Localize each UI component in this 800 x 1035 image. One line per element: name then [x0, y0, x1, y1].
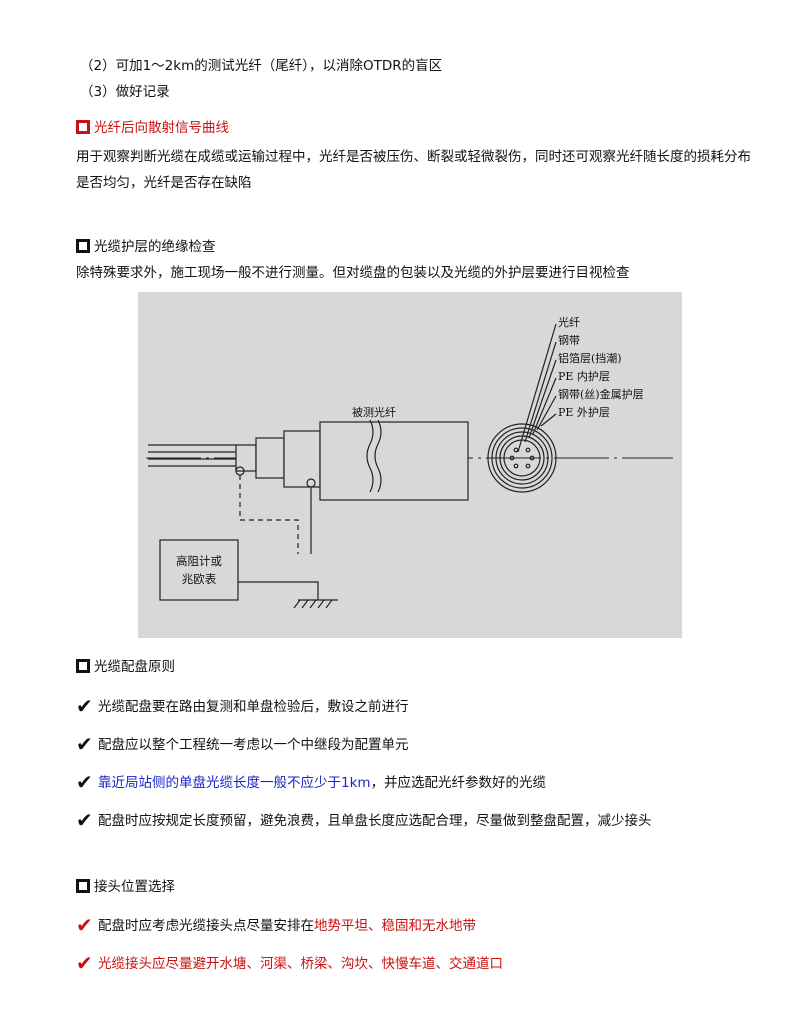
layer-label: 光纤 — [558, 316, 580, 329]
section-heading-joint: 接头位置选择 — [76, 877, 175, 897]
checkbox-square-icon — [76, 239, 90, 253]
cable-label: 被测光纤 — [352, 406, 396, 419]
allocation-item-3: ✔ 靠近局站侧的单盘光缆长度一般不应少于1km，并应选配光纤参数好的光缆 — [76, 772, 546, 793]
heading-text: 接头位置选择 — [94, 879, 175, 895]
joint-item-1: ✔ 配盘时应考虑光缆接头点尽量安排在地势平坦、稳固和无水地带 — [76, 915, 476, 936]
item-text-rest: ，并应选配光纤参数好的光缆 — [370, 775, 547, 791]
item-text-normal: 配盘时应考虑光缆接头点尽量安排在 — [98, 918, 314, 934]
item-text-highlight: 地势平坦、稳固和无水地带 — [314, 918, 476, 934]
item-text-highlight: 靠近局站侧的单盘光缆长度一般不应少于1km — [98, 775, 371, 791]
layer-label: PE 内护层 — [558, 370, 610, 383]
checkbox-square-icon — [76, 659, 90, 673]
layer-label: 铝箔层(挡潮) — [558, 352, 622, 365]
checkmark-icon: ✔ — [76, 913, 93, 937]
checkmark-icon: ✔ — [76, 808, 93, 832]
allocation-item-1: ✔ 光缆配盘要在路由复测和单盘检验后，敷设之前进行 — [76, 696, 409, 717]
meter-label-line-2: 兆欧表 — [181, 572, 217, 586]
layer-label: PE 外护层 — [558, 406, 610, 419]
insulation-paragraph: 除特殊要求外，施工现场一般不进行测量。但对缆盘的包装以及光缆的外护层要进行目视检… — [76, 265, 630, 281]
item-text-highlight: 光缆接头应尽量避开水塘、河渠、桥梁、沟坎、快慢车道、交通道口 — [98, 956, 503, 972]
heading-text: 光缆护层的绝缘检查 — [94, 239, 216, 255]
section-heading-insulation: 光缆护层的绝缘检查 — [76, 237, 216, 257]
section-heading-allocation: 光缆配盘原则 — [76, 657, 175, 677]
allocation-item-4: ✔ 配盘时应按规定长度预留，避免浪费，且单盘长度应选配合理，尽量做到整盘配置，减少… — [76, 810, 652, 831]
item-text: 光缆配盘要在路由复测和单盘检验后，敷设之前进行 — [98, 699, 409, 715]
intro-line-1: （2）可加1～2km的测试光纤（尾纤），以消除OTDR的盲区 — [80, 58, 443, 74]
checkmark-icon: ✔ — [76, 951, 93, 975]
checkbox-square-icon — [76, 879, 90, 893]
checkmark-icon: ✔ — [76, 770, 93, 794]
layer-label: 钢带 — [558, 334, 580, 347]
allocation-item-2: ✔ 配盘应以整个工程统一考虑以一个中继段为配置单元 — [76, 734, 409, 755]
intro-line-2: （3）做好记录 — [80, 84, 170, 100]
layer-labels: 光纤 钢带 铝箔层(挡潮) PE 内护层 钢带(丝)金属护层 PE 外护层 — [558, 314, 644, 422]
heading-text: 光纤后向散射信号曲线 — [94, 120, 229, 136]
item-text: 配盘应以整个工程统一考虑以一个中继段为配置单元 — [98, 737, 409, 753]
checkbox-square-icon — [76, 120, 90, 134]
insulation-test-diagram: 被测光纤 高阻计或 兆欧表 光纤 钢带 铝箔层(挡潮) PE 内护层 钢带(丝)… — [138, 292, 682, 638]
item-text: 配盘时应按规定长度预留，避免浪费，且单盘长度应选配合理，尽量做到整盘配置，减少接… — [98, 813, 652, 829]
meter-label-line-1: 高阻计或 — [176, 554, 222, 568]
backscatter-paragraph: 用于观察判断光缆在成缆或运输过程中，光纤是否被压伤、断裂或轻微裂伤，同时还可观察… — [76, 149, 751, 191]
joint-item-2: ✔ 光缆接头应尽量避开水塘、河渠、桥梁、沟坎、快慢车道、交通道口 — [76, 953, 503, 974]
checkmark-icon: ✔ — [76, 732, 93, 756]
heading-text: 光缆配盘原则 — [94, 659, 175, 675]
checkmark-icon: ✔ — [76, 694, 93, 718]
section-heading-backscatter: 光纤后向散射信号曲线 — [76, 118, 229, 138]
layer-label: 钢带(丝)金属护层 — [558, 388, 644, 401]
meter-label: 高阻计或 兆欧表 — [160, 552, 238, 588]
